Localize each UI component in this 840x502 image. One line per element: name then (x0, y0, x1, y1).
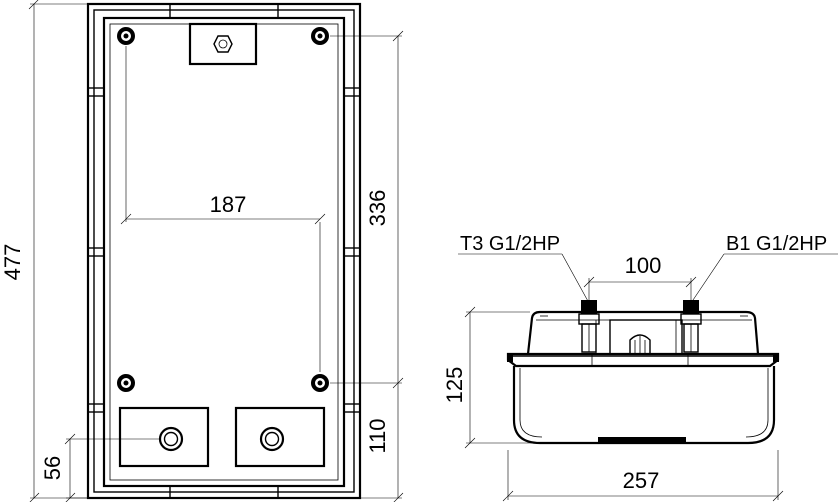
connection-label-right: B1 G1/2HP (726, 233, 827, 255)
bottom-port-plate-left (118, 406, 210, 468)
fitting-left (578, 300, 600, 353)
front-inner-panel-edge (109, 23, 339, 481)
dimension-110-label: 110 (365, 418, 390, 453)
front-view: 187 477 56 336 11 (0, 0, 404, 502)
side-view: 100 T3 G1/2HP B1 G1/2HP 125 257 (442, 233, 838, 502)
dimension-187 (120, 46, 326, 372)
connection-leaders (458, 253, 838, 304)
front-outer-frame (86, 2, 362, 500)
mounting-hole-bottom-left (117, 374, 135, 392)
frame-segment-ticks (88, 4, 360, 498)
fitting-right (680, 300, 702, 353)
mounting-hole-top-left (117, 27, 135, 45)
side-lower-body (512, 366, 776, 445)
top-nut-plate (188, 22, 258, 66)
mounting-hole-bottom-right (311, 374, 329, 392)
dimension-257 (502, 450, 784, 502)
mounting-hole-top-right (311, 27, 329, 45)
side-flange (506, 352, 780, 368)
dimension-257-label: 257 (623, 468, 660, 493)
dimension-125 (464, 306, 540, 449)
dimension-477-label: 477 (0, 244, 25, 281)
side-center-cap (629, 334, 651, 354)
front-frame-inner-edge (93, 9, 355, 493)
dimension-125-label: 125 (442, 367, 467, 404)
dimension-187-label: 187 (210, 192, 247, 217)
dimension-100-label: 100 (625, 253, 662, 278)
dimension-56-label: 56 (40, 456, 65, 480)
dimension-336-label: 336 (365, 190, 390, 227)
bottom-port-plate-right (234, 406, 326, 468)
dimension-100 (583, 276, 697, 300)
side-upper-housing (526, 310, 760, 355)
dimension-477 (28, 0, 88, 502)
dimension-336-110 (330, 30, 404, 502)
front-inner-panel (102, 16, 346, 488)
side-foot (598, 437, 686, 443)
connection-label-left: T3 G1/2HP (460, 233, 560, 255)
dimension-56 (64, 433, 160, 502)
